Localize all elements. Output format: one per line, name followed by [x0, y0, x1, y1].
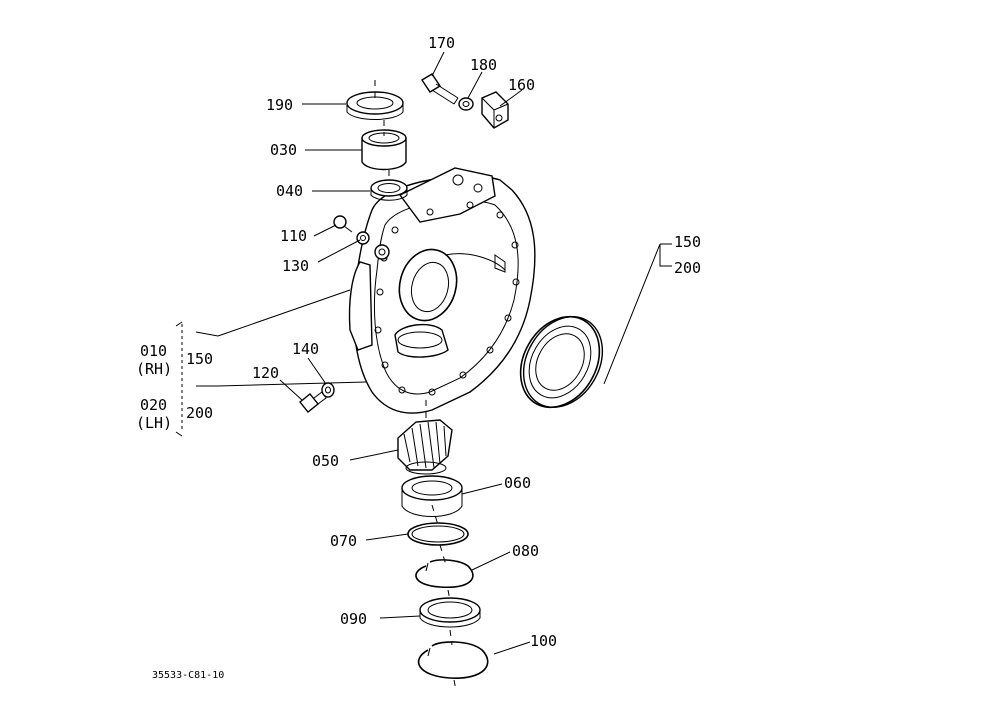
- callout-040: 040: [276, 182, 303, 200]
- callout-020: 020: [140, 396, 167, 414]
- callout-130: 130: [282, 257, 309, 275]
- callout-010: 010: [140, 342, 167, 360]
- callout-090: 090: [340, 610, 367, 628]
- callout-110: 110: [280, 227, 307, 245]
- callout-200-housing: 200: [186, 404, 213, 422]
- ring-070: [407, 522, 469, 546]
- callout-160: 160: [508, 76, 535, 94]
- callout-rh: (RH): [136, 360, 172, 378]
- callout-080: 080: [512, 542, 539, 560]
- callout-lh: (LH): [136, 414, 172, 432]
- callout-200-seal: 200: [674, 259, 701, 277]
- oil-seal-150-200: [519, 315, 604, 409]
- part-040: [370, 179, 408, 201]
- plug-110: [333, 215, 353, 233]
- callout-100: 100: [530, 632, 557, 650]
- bevel-gear-050: [397, 419, 453, 475]
- bolt-170: [421, 73, 459, 105]
- callout-140: 140: [292, 340, 319, 358]
- collar-090: [419, 597, 481, 628]
- gear-case-housing: [348, 167, 536, 414]
- washer-140: [321, 382, 335, 398]
- snap-ring-100: [417, 641, 489, 679]
- callout-170: 170: [428, 34, 455, 52]
- callout-050: 050: [312, 452, 339, 470]
- callout-190: 190: [266, 96, 293, 114]
- callout-120: 120: [252, 364, 279, 382]
- callout-070: 070: [330, 532, 357, 550]
- callout-180: 180: [470, 56, 497, 74]
- callout-150-seal: 150: [674, 233, 701, 251]
- bearing-060: [401, 475, 463, 517]
- callout-030: 030: [270, 141, 297, 159]
- callout-060: 060: [504, 474, 531, 492]
- part-190: [346, 91, 404, 120]
- washer-130: [356, 231, 390, 260]
- bracket-160: [481, 91, 509, 129]
- snap-ring-080: [415, 559, 474, 588]
- drawing-code: 35533-C81-10: [152, 670, 224, 681]
- plug-120: [299, 391, 327, 413]
- part-030: [361, 129, 407, 171]
- leader-lines: [195, 51, 672, 691]
- bracket-marks: [175, 321, 183, 437]
- callout-150-housing: 150: [186, 350, 213, 368]
- washer-180: [458, 97, 474, 111]
